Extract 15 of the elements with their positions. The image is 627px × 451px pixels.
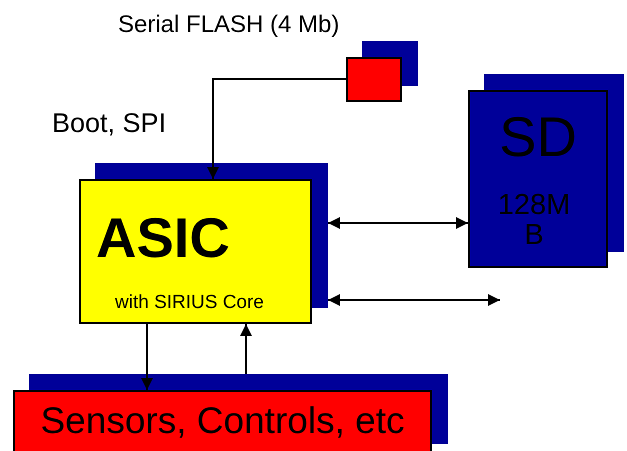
block-subtitle: 128MB bbox=[496, 190, 572, 251]
block-subtitle: with SIRIUS Core bbox=[115, 293, 264, 313]
arrow bbox=[207, 78, 346, 179]
arrow bbox=[240, 324, 252, 374]
arrow bbox=[328, 294, 500, 306]
block-title: Sensors, Controls, etc bbox=[40, 402, 406, 441]
component-label: Serial FLASH (4 Mb) bbox=[118, 12, 340, 38]
arrow bbox=[141, 324, 153, 390]
block-box bbox=[13, 390, 432, 451]
block-box bbox=[468, 90, 608, 268]
arrow bbox=[328, 217, 468, 229]
block-box bbox=[79, 179, 312, 324]
edge-label: Boot, SPI bbox=[52, 108, 166, 139]
block-title: SD bbox=[498, 108, 578, 167]
block-title: ASIC bbox=[96, 209, 230, 268]
